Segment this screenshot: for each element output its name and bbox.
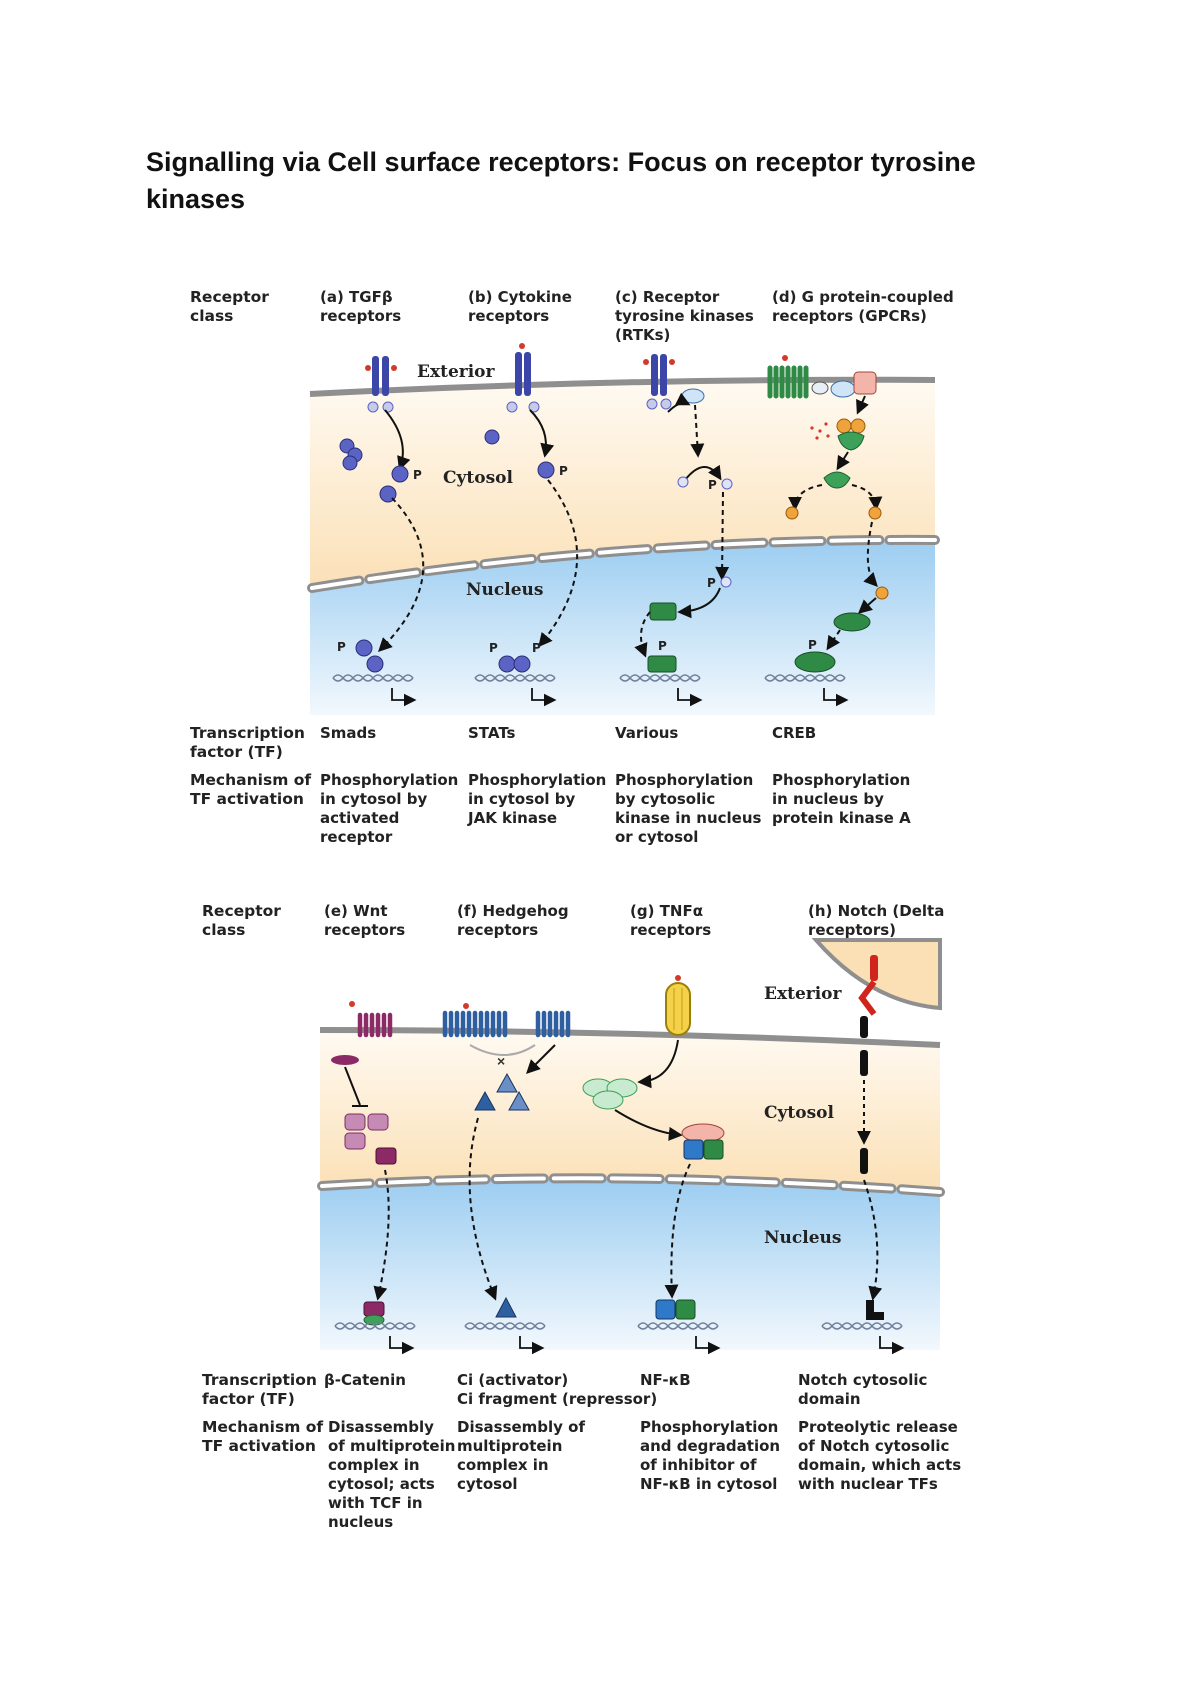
pka-icon [836,418,866,451]
panel-bottom-receptor-classes-e-h: × [0,870,1200,1550]
region-cytosol-label: Cytosol [443,468,513,488]
mechanism-g: Phosphorylation and degradation of inhib… [640,1418,781,1493]
row-label-mechanism: Mechanism of TF activation [190,771,312,808]
plasma-membrane [309,376,936,397]
svg-text:P: P [658,639,667,653]
region-cytosol-label: Cytosol [764,1103,834,1123]
transcription-start-arrows [391,688,849,707]
nucleus-region [310,540,935,715]
camp-dots-icon [810,422,830,440]
region-exterior-label: Exterior [764,984,842,1004]
creb-icon [833,612,871,632]
page-title: Signalling via Cell surface receptors: F… [146,147,976,214]
row-label-transcription-factor: Transcription factor (TF) [202,1371,317,1408]
transcription-start-arrows [389,1336,905,1355]
mechanism-e: Disassembly of multiprotein complex in c… [328,1418,456,1531]
top-pathway-diagram: P P P P P P [307,343,940,715]
ci-activator-icon [495,1296,517,1318]
rtk-receptor-icon [643,354,675,410]
cytokine-receptor-icon [506,343,540,413]
row-label-receptor-class: Receptor class [202,902,281,939]
svg-text:P: P [559,464,568,478]
dna-strand-icons [334,1322,903,1330]
region-nucleus-label: Nucleus [764,1228,842,1248]
notch-receptor-icon [858,955,878,1076]
nuclear-smad-icon [355,639,373,657]
svg-text:P: P [808,638,817,652]
stat-dimer-icon [498,655,516,673]
tf-g: NF-κB [640,1371,691,1389]
dna-strand-icons [332,674,846,682]
tgf-beta-receptor-icon [365,356,397,413]
mechanism-h: Proteolytic release of Notch cytosolic d… [798,1418,962,1493]
svg-text:P: P [337,640,346,654]
panel-top-receptor-classes-a-d: P P P P P P [190,288,954,846]
nf-kb-nucleus-icon [655,1299,676,1320]
inhibition-x-icon: × [497,1053,505,1069]
tf-f: Ci (activator) Ci fragment (repressor) [457,1371,658,1408]
kinase-icon [681,388,705,404]
receptor-class-c: (c) Receptor tyrosine kinases (RTKs) [615,288,754,344]
tnf-receptor-icon [665,975,691,1036]
svg-text:P: P [708,478,717,492]
tf-d: CREB [772,724,817,742]
gpcr-receptor-icon [767,355,829,399]
wnt-frizzled-receptor-icon [349,1001,393,1038]
tf-h: Notch cytosolic domain [798,1371,928,1408]
receptor-class-h: (h) Notch (Delta receptors) [808,902,945,939]
bottom-pathway-diagram: × [317,938,945,1355]
tf-e: β-Catenin [324,1371,406,1389]
svg-text:P: P [413,468,422,482]
nicd-nucleus-icon [866,1300,884,1320]
dishevelled-icon [331,1055,359,1065]
mechanism-c: Phosphorylation by cytosolic kinase in n… [615,771,762,846]
receptor-class-f: (f) Hedgehog receptors [457,902,569,939]
receptor-class-g: (g) TNFα receptors [630,902,712,939]
tf-green-icon [649,602,677,621]
tf-c: Various [615,724,679,742]
phospho-stat-icon [537,461,555,479]
smad-cluster-icon [339,438,363,471]
patched-receptor-icon [442,1003,508,1038]
tf-green-dna-icon [647,655,677,673]
row-label-mechanism: Mechanism of TF activation [202,1418,324,1455]
ikb-icon [681,1123,725,1143]
receptor-class-d: (d) G protein-coupled receptors (GPCRs) [772,288,954,325]
destruction-complex-icon [344,1113,397,1165]
mechanism-d: Phosphorylation in nucleus by protein ki… [772,771,911,827]
mechanism-f: Disassembly of multiprotein complex in c… [457,1418,586,1493]
stat-icon [484,429,500,445]
svg-text:P: P [707,576,716,590]
tf-b: STATs [468,724,516,742]
nf-kb-cytosol-icon [683,1139,704,1160]
phospho-smad-icon [391,465,409,483]
row-label-receptor-class: Receptor class [190,288,269,325]
region-nucleus-label: Nucleus [466,580,544,600]
mechanism-b: Phosphorylation in cytosol by JAK kinase [468,771,607,827]
notch-intracellular-domain-icon [860,1148,868,1174]
receptor-class-e: (e) Wnt receptors [324,902,406,939]
plasma-membrane [319,1027,941,1048]
ikk-complex-icon [582,1078,638,1110]
row-label-transcription-factor: Transcription factor (TF) [190,724,305,761]
svg-text:P: P [532,641,541,655]
beta-catenin-icon [363,1301,385,1317]
region-exterior-label: Exterior [417,362,495,382]
adenylyl-cyclase-icon [830,380,856,398]
ci-complex-icon [474,1072,530,1111]
mechanism-a: Phosphorylation in cytosol by activated … [320,771,459,846]
tf-a: Smads [320,724,377,742]
svg-text:P: P [489,641,498,655]
smoothened-receptor-icon [535,1010,571,1038]
receptor-class-b: (b) Cytokine receptors [468,288,572,325]
receptor-class-a: (a) TGFβ receptors [320,288,402,325]
